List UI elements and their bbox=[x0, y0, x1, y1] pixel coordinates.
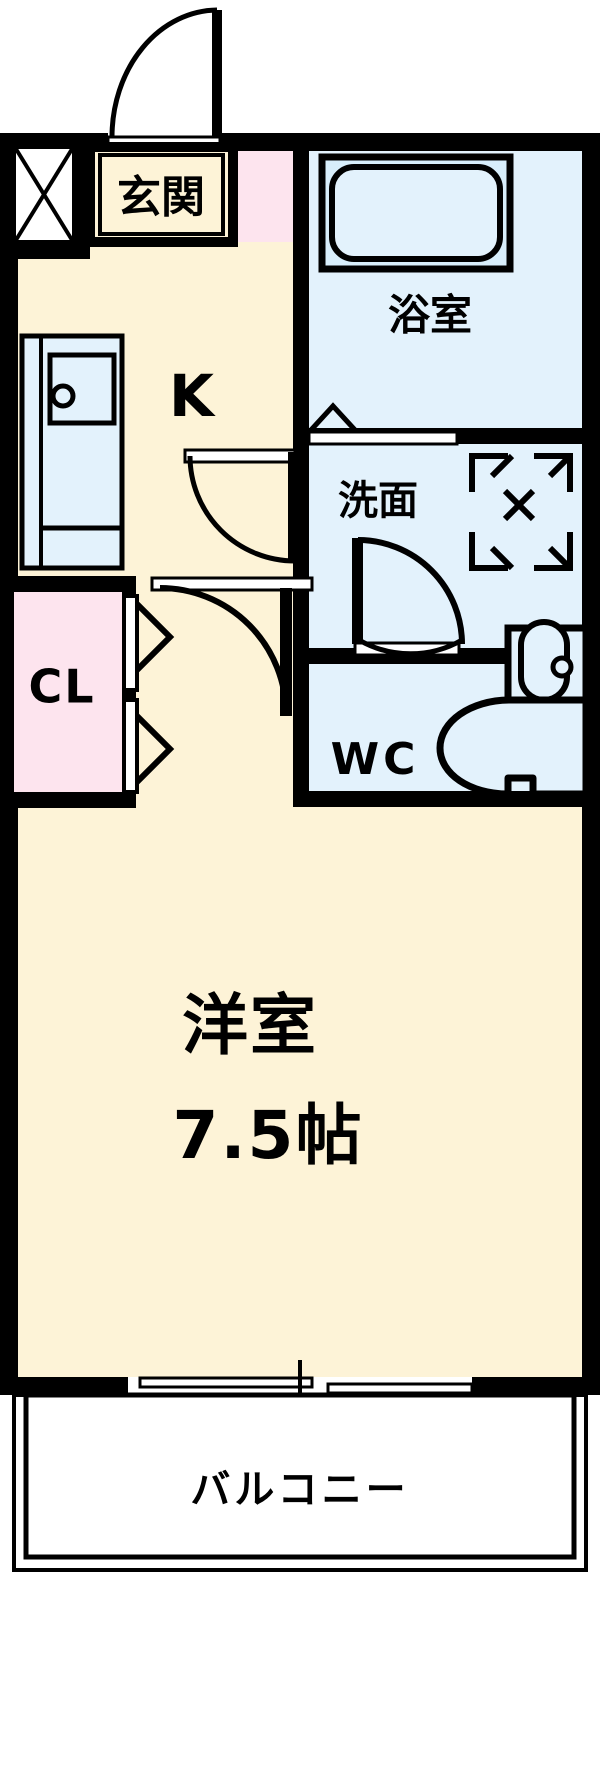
main-room-area: 洋室 7.5帖 bbox=[173, 987, 364, 1174]
entrance-label: 玄関 bbox=[117, 172, 205, 223]
toilet-bowl-shape bbox=[436, 696, 590, 798]
entrance-door-leaf bbox=[212, 10, 222, 137]
meter-box-cross-2 bbox=[14, 147, 74, 242]
bath-door-fold-marker bbox=[309, 402, 357, 432]
closet-door-leaf-lower bbox=[122, 698, 139, 794]
washroom-door[interactable] bbox=[352, 537, 465, 657]
wall-wet-left bbox=[293, 147, 309, 807]
closet-area: CL bbox=[14, 576, 175, 808]
main-room-label-line2: 7.5帖 bbox=[173, 1097, 364, 1174]
kitchen-area: K bbox=[169, 362, 216, 430]
meter-box bbox=[12, 145, 90, 259]
washroom-door-leaf bbox=[352, 538, 363, 644]
closet-label: CL bbox=[28, 660, 95, 714]
closet-wall-top bbox=[14, 576, 136, 592]
closet-door-arrow-lower bbox=[134, 713, 175, 785]
wm-arrow-tr bbox=[547, 455, 571, 479]
washroom-door-swing-arc bbox=[357, 537, 465, 645]
wm-arrow-bl bbox=[489, 545, 515, 571]
wm-bracket-bl bbox=[469, 532, 508, 571]
closet-door-leaf-upper bbox=[122, 594, 139, 692]
kitchen-door-leaf bbox=[288, 452, 300, 562]
balcony-window-pane-right bbox=[326, 1382, 474, 1395]
bathtub-inner bbox=[329, 164, 503, 262]
wm-bracket-br bbox=[534, 532, 573, 571]
washroom-label: 洗面 bbox=[338, 478, 418, 524]
kitchen-door[interactable] bbox=[183, 448, 300, 564]
closet-door-arrow-upper bbox=[134, 601, 175, 673]
balcony-area: バルコニー bbox=[12, 1392, 588, 1572]
wm-cross-2 bbox=[502, 488, 536, 522]
kitchen-door-threshold bbox=[183, 448, 297, 464]
meter-box-wall-bottom bbox=[14, 243, 90, 259]
wall-wc-bottom bbox=[293, 791, 586, 807]
washbasin-tap bbox=[550, 655, 574, 679]
bathroom-area: 浴室 bbox=[307, 153, 514, 446]
washroom-door-swing-arc-base bbox=[357, 637, 464, 657]
balcony-inner-rail bbox=[23, 1392, 577, 1560]
entrance-door-swing-arc bbox=[109, 7, 218, 138]
wall-right bbox=[582, 133, 600, 1395]
entrance-step-outline bbox=[85, 142, 238, 247]
wm-arrow-br bbox=[547, 545, 571, 569]
bath-door-threshold bbox=[307, 430, 459, 446]
room-door-threshold bbox=[150, 576, 314, 592]
entrance-area: 玄関 bbox=[85, 142, 238, 247]
kitchen-label: K bbox=[169, 362, 216, 430]
room-entry-door[interactable] bbox=[150, 576, 314, 716]
kitchen-door-swing-arc bbox=[187, 455, 296, 564]
washing-machine-slot bbox=[469, 453, 573, 571]
entrance-inner-outline bbox=[98, 153, 225, 236]
toilet-label: WC bbox=[331, 734, 420, 785]
washbasin bbox=[504, 619, 590, 712]
wm-arrow-tl bbox=[489, 453, 515, 479]
main-room-label-line1: 洋室 bbox=[182, 987, 318, 1064]
balcony-window-pane-left bbox=[138, 1376, 314, 1389]
washroom-area: 洗面 bbox=[338, 453, 590, 712]
closet-wall-bottom bbox=[14, 792, 136, 808]
wm-bracket-tl bbox=[469, 453, 508, 492]
closet-folding-doors[interactable] bbox=[122, 594, 175, 794]
room-door-leaf bbox=[280, 588, 292, 716]
floor-entrance-tile bbox=[233, 147, 293, 242]
kitchen-sink-drain bbox=[50, 383, 76, 409]
bathroom-label: 浴室 bbox=[388, 291, 472, 340]
balcony-label: バルコニー bbox=[190, 1467, 409, 1513]
wall-left bbox=[0, 133, 18, 1395]
kitchen-sink-unit bbox=[19, 333, 125, 571]
closet-interior bbox=[14, 592, 122, 792]
wm-bracket-tr bbox=[534, 453, 573, 492]
toilet-bowl bbox=[436, 696, 590, 798]
toilet-area: WC bbox=[331, 696, 590, 798]
